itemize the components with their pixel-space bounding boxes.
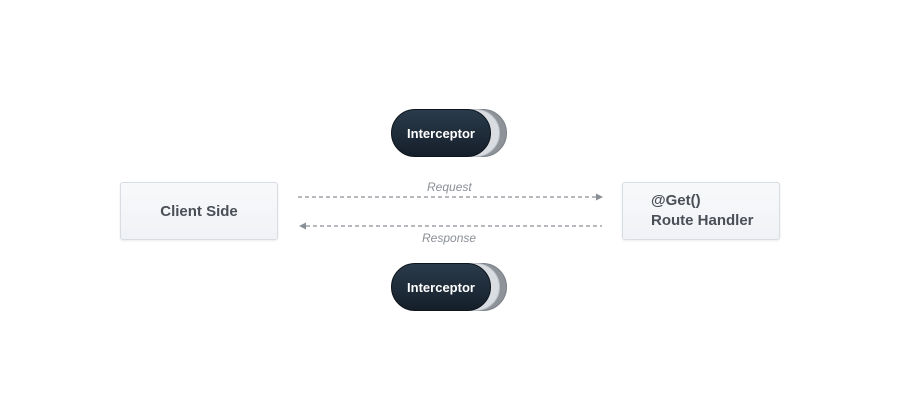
route-handler-box: @Get() Route Handler — [622, 182, 780, 240]
interceptor-bottom: Interceptor — [391, 263, 511, 313]
client-side-box: Client Side — [120, 182, 278, 240]
request-arrow — [298, 193, 603, 201]
arrowhead-right-icon — [596, 193, 603, 201]
response-arrow — [299, 222, 602, 230]
response-label: Response — [422, 231, 477, 245]
interceptor-pill: Interceptor — [391, 109, 491, 157]
interceptor-label: Interceptor — [407, 279, 475, 295]
client-side-label: Client Side — [160, 202, 238, 220]
route-handler-label: Route Handler — [651, 212, 754, 229]
route-decorator-label: @Get() — [651, 192, 701, 209]
request-label: Request — [427, 180, 472, 194]
interceptor-top: Interceptor — [391, 109, 511, 159]
arrowhead-left-icon — [299, 222, 306, 230]
interceptor-pill: Interceptor — [391, 263, 491, 311]
interceptor-label: Interceptor — [407, 125, 475, 141]
